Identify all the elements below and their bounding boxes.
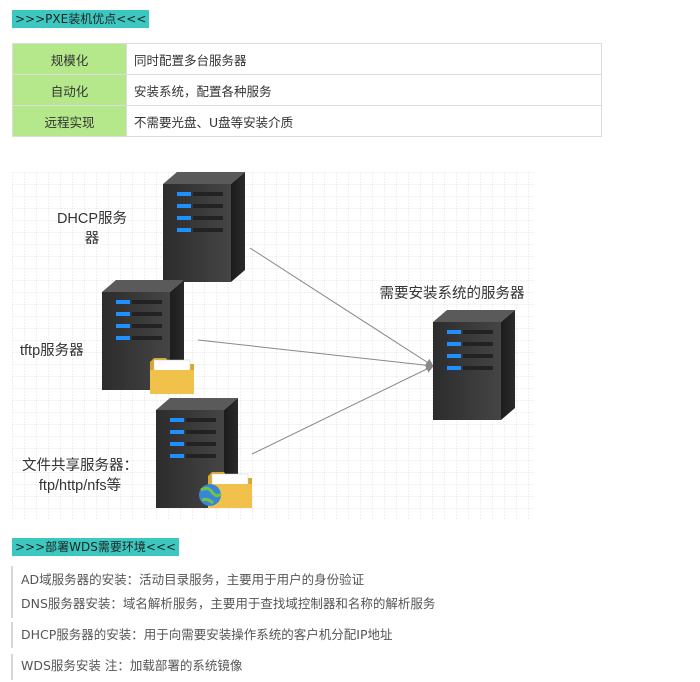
table-row: 规模化 同时配置多台服务器 bbox=[12, 43, 602, 75]
dhcp-server-label: 器 bbox=[85, 231, 100, 247]
connector-line bbox=[249, 247, 434, 367]
feature-value: 安装系统，配置各种服务 bbox=[126, 74, 602, 106]
feature-key: 规模化 bbox=[12, 43, 127, 75]
table-row: 远程实现 不需要光盘、U盘等安装介质 bbox=[12, 105, 602, 137]
connector-line bbox=[197, 339, 434, 370]
feature-key: 远程实现 bbox=[12, 105, 127, 137]
folder-icon bbox=[149, 357, 195, 395]
tftp-server-label: tftp服务器 bbox=[20, 342, 84, 359]
note-wds: WDS服务安装 注：加载部署的系统镜像 bbox=[21, 658, 243, 673]
note-block: WDS服务安装 注：加载部署的系统镜像 bbox=[11, 654, 611, 680]
section-heading-wds-environment: >>>部署WDS需要环境<<< bbox=[12, 538, 180, 556]
note-dhcp: DHCP服务器的安装：用于向需要安装操作系统的客户机分配IP地址 bbox=[21, 627, 393, 642]
note-block: DHCP服务器的安装：用于向需要安装操作系统的客户机分配IP地址 bbox=[11, 622, 611, 648]
feature-key: 自动化 bbox=[12, 74, 127, 106]
note-dns: DNS服务器安装：域名解析服务，主要用于查找域控制器和名称的解析服务 bbox=[21, 596, 436, 611]
advantages-table: 规模化 同时配置多台服务器 自动化 安装系统，配置各种服务 远程实现 不需要光盘… bbox=[12, 43, 602, 137]
globe-icon bbox=[199, 484, 222, 506]
file-server-label: ftp/http/nfs等 bbox=[39, 476, 121, 494]
dhcp-server-icon bbox=[163, 172, 245, 282]
connector-line bbox=[251, 365, 434, 455]
feature-value: 同时配置多台服务器 bbox=[126, 43, 602, 75]
file-server-label: 文件共享服务器： bbox=[22, 457, 138, 474]
pxe-architecture-diagram: DHCP服务 器 tftp服务器 文件共享服务器： ftp/http/nfs等 … bbox=[12, 172, 535, 520]
table-row: 自动化 安装系统，配置各种服务 bbox=[12, 74, 602, 106]
feature-value: 不需要光盘、U盘等安装介质 bbox=[126, 105, 602, 137]
target-server-label: 需要安装系统的服务器 bbox=[380, 285, 525, 302]
section-heading-pxe-advantages: >>>PXE装机优点<<< bbox=[12, 10, 150, 28]
dhcp-server-label: DHCP服务 bbox=[57, 210, 127, 227]
note-ad: AD域服务器的安装：活动目录服务，主要用于用户的身份验证 bbox=[21, 572, 365, 587]
target-server-icon bbox=[433, 310, 515, 420]
note-block: AD域服务器的安装：活动目录服务，主要用于用户的身份验证 DNS服务器安装：域名… bbox=[11, 566, 611, 618]
